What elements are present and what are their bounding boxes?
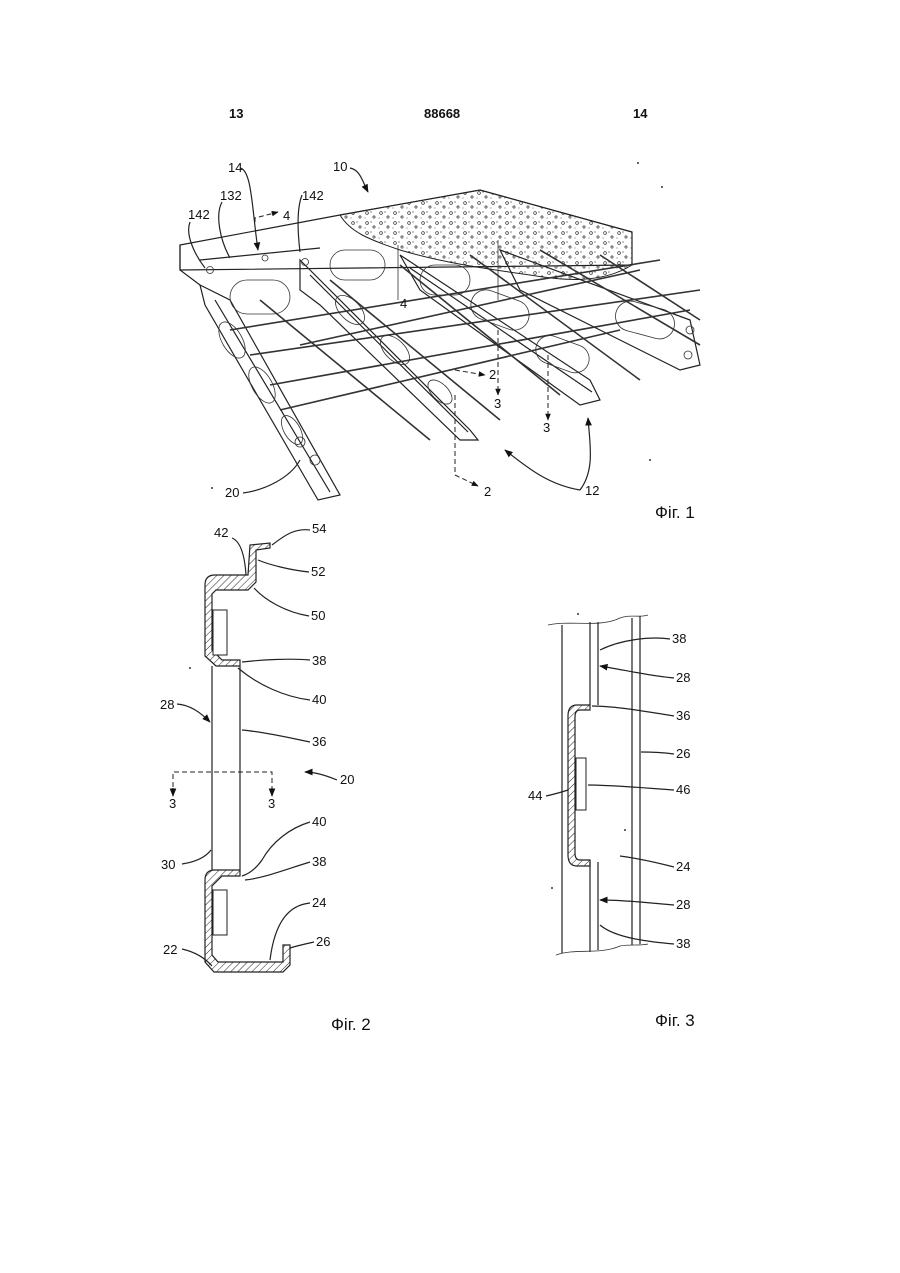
label-54: 54: [312, 521, 326, 536]
label-40-bottom: 40: [312, 814, 326, 829]
label-2-bottom: 2: [484, 484, 491, 499]
figure-3-labels: 38 28 36 26 44 46 24 28 38: [528, 631, 690, 951]
figure-3-caption: Фіг. 3: [655, 1011, 695, 1031]
label-4-top: 4: [283, 208, 290, 223]
label-38-top: 38: [312, 653, 326, 668]
label-30: 30: [161, 857, 175, 872]
label-20: 20: [225, 485, 239, 500]
label-38-fig3-top: 38: [672, 631, 686, 646]
label-28: 28: [160, 697, 174, 712]
figure-2-profile-section: [205, 543, 290, 972]
label-28-fig3-bottom: 28: [676, 897, 690, 912]
figure-1-caption: Фіг. 1: [655, 503, 695, 523]
figure-2-labels: 42 54 52 50 38 40 28 36 20 3 3 40 30: [160, 521, 354, 966]
label-26: 26: [316, 934, 330, 949]
label-142-right: 142: [302, 188, 324, 203]
label-28-fig3-top: 28: [676, 670, 690, 685]
label-40-top: 40: [312, 692, 326, 707]
label-132: 132: [220, 188, 242, 203]
label-4-mid: 4: [400, 296, 407, 311]
figure-2-caption: Фіг. 2: [331, 1015, 371, 1035]
label-10: 10: [333, 159, 347, 174]
label-44: 44: [528, 788, 542, 803]
label-36: 36: [312, 734, 326, 749]
label-26-fig3: 26: [676, 746, 690, 761]
label-42: 42: [214, 525, 228, 540]
label-50: 50: [311, 608, 325, 623]
label-3-left: 3: [169, 796, 176, 811]
label-36-fig3: 36: [676, 708, 690, 723]
label-52: 52: [311, 564, 325, 579]
label-38-bottom: 38: [312, 854, 326, 869]
label-3-mid: 3: [494, 396, 501, 411]
label-142-left: 142: [188, 207, 210, 222]
label-22: 22: [163, 942, 177, 957]
label-24-fig3: 24: [676, 859, 690, 874]
label-24: 24: [312, 895, 326, 910]
label-12: 12: [585, 483, 599, 498]
label-3-right-fig2: 3: [268, 796, 275, 811]
label-3-right: 3: [543, 420, 550, 435]
figure-1-perspective-view: [180, 190, 700, 500]
label-20-fig2: 20: [340, 772, 354, 787]
label-38-fig3-bottom: 38: [676, 936, 690, 951]
label-46: 46: [676, 782, 690, 797]
label-2-top: 2: [489, 367, 496, 382]
